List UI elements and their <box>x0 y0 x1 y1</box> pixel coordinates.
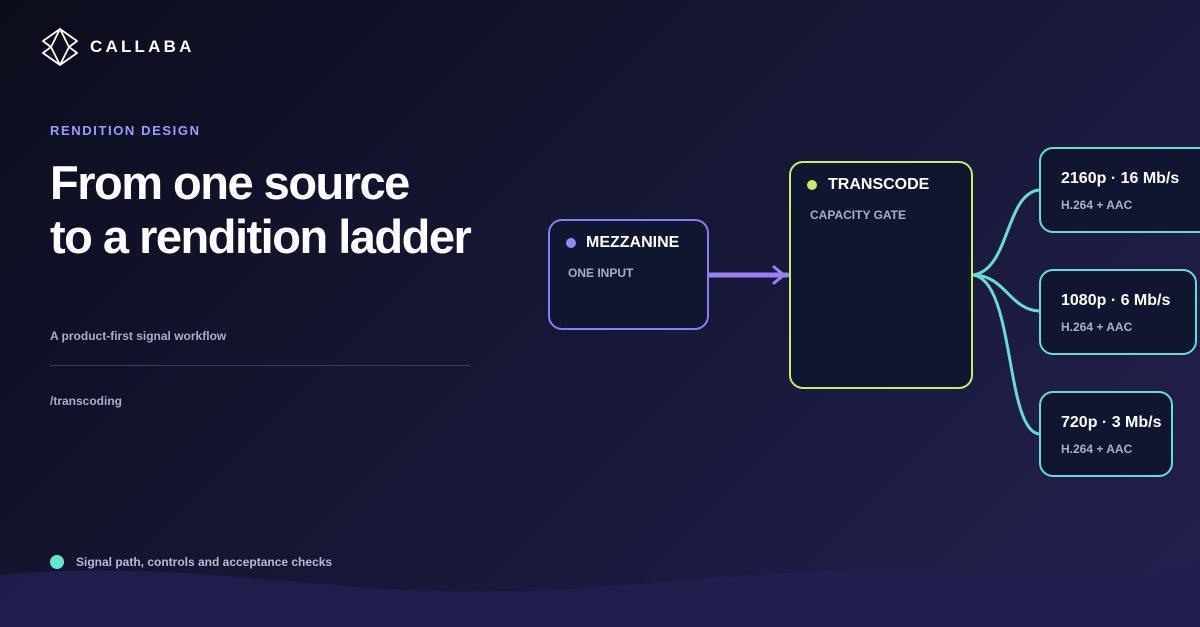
page-title-line-2: to a rendition ladder <box>50 210 472 263</box>
rendition-node-1080p[interactable]: 1080p · 6 Mb/s H.264 + AAC <box>1039 269 1197 355</box>
arrowhead-icon <box>772 265 786 285</box>
rendition-codec: H.264 + AAC <box>1061 442 1133 456</box>
callaba-logo-icon <box>42 28 78 66</box>
rendition-codec: H.264 + AAC <box>1061 198 1133 212</box>
rendition-codec: H.264 + AAC <box>1061 320 1133 334</box>
status-dot-icon <box>50 555 64 569</box>
rendition-title: 2160p · 16 Mb/s <box>1061 170 1180 187</box>
rendition-node-2160p[interactable]: 2160p · 16 Mb/s H.264 + AAC <box>1039 147 1200 233</box>
brand-name: CALLABA <box>90 37 195 56</box>
mezzanine-node[interactable]: MEZZANINE ONE INPUT <box>548 219 709 330</box>
section-eyebrow: RENDITION DESIGN <box>50 123 201 138</box>
page-subtitle: A product-first signal workflow <box>50 329 227 343</box>
transcode-to-720p-edge <box>972 273 1040 436</box>
divider <box>50 365 470 366</box>
footer-note: Signal path, controls and acceptance che… <box>50 555 332 569</box>
background-wave <box>0 565 1200 627</box>
transcode-subtitle: CAPACITY GATE <box>810 208 907 222</box>
transcode-title: TRANSCODE <box>828 176 930 193</box>
brand[interactable]: CALLABA <box>42 28 195 66</box>
rendition-title: 1080p · 6 Mb/s <box>1061 292 1171 309</box>
page-title: From one source to a rendition ladder <box>50 156 472 264</box>
rendition-title: 720p · 3 Mb/s <box>1061 414 1162 431</box>
footer-note-text: Signal path, controls and acceptance che… <box>76 555 333 569</box>
page-title-line-1: From one source <box>50 156 410 209</box>
rendition-node-720p[interactable]: 720p · 3 Mb/s H.264 + AAC <box>1039 391 1173 477</box>
page-path: /transcoding <box>50 394 123 408</box>
transcode-dot-icon <box>807 180 817 190</box>
transcode-to-2160p-edge <box>972 188 1040 277</box>
transcode-node[interactable]: TRANSCODE CAPACITY GATE <box>789 161 973 389</box>
transcode-to-1080p-edge <box>972 273 1040 313</box>
mezzanine-dot-icon <box>566 238 576 248</box>
mezzanine-title: MEZZANINE <box>586 234 680 251</box>
mezzanine-subtitle: ONE INPUT <box>568 266 634 280</box>
